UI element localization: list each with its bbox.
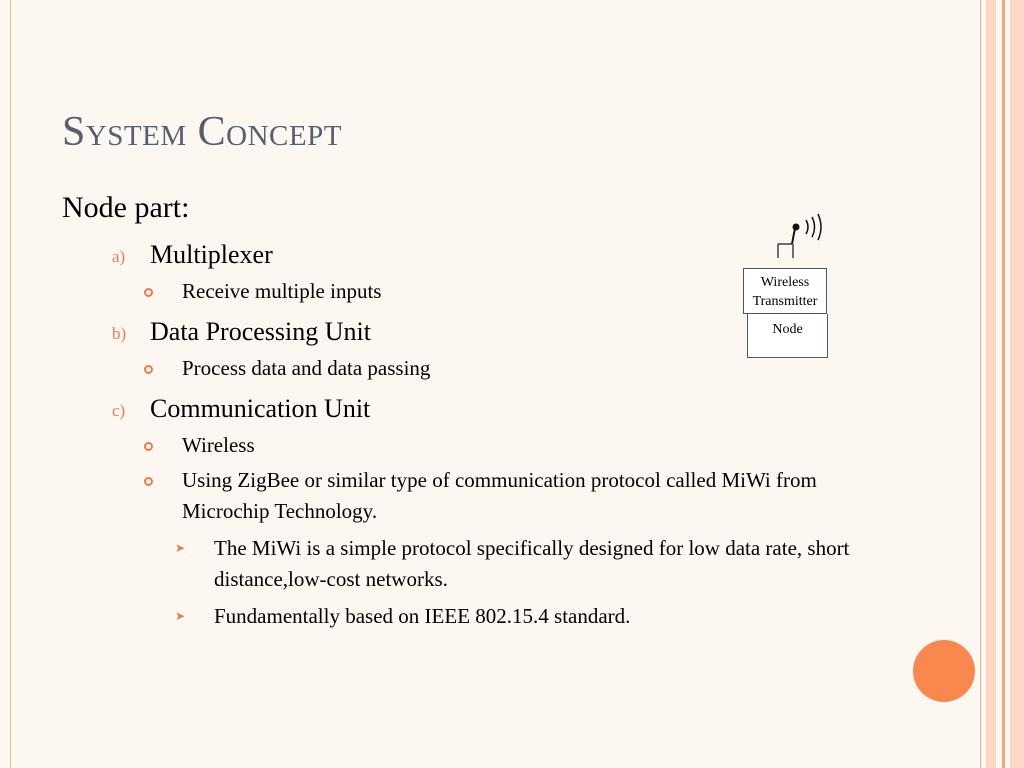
ring-bullet-icon xyxy=(144,477,153,486)
content-heading: Node part: xyxy=(62,191,190,224)
section-label: Data Processing Unit xyxy=(150,317,371,346)
antenna-signal-icon xyxy=(777,213,822,258)
ring-bullet-icon xyxy=(144,442,153,451)
section-data-processing-unit: b) Data Processing Unit xyxy=(62,315,882,349)
ring-bullet-icon xyxy=(144,288,153,297)
list-item: Wireless xyxy=(62,430,882,461)
bullet-text: Process data and data passing xyxy=(182,356,431,380)
transmitter-label-line1: Wireless xyxy=(760,275,810,290)
chevron-right-icon: ➤ xyxy=(175,609,186,623)
list-item: Process data and data passing xyxy=(62,353,882,384)
bullet-text: Using ZigBee or similar type of communic… xyxy=(182,468,817,523)
bullet-text: Receive multiple inputs xyxy=(182,279,382,303)
slide-content: Node part: a) Multiplexer Receive multip… xyxy=(62,186,882,632)
node-box: Node xyxy=(747,314,828,358)
bullet-text: Wireless xyxy=(182,433,255,457)
slide-title: System Concept xyxy=(62,109,342,155)
list-marker: b) xyxy=(112,324,127,343)
section-multiplexer: a) Multiplexer xyxy=(62,238,882,272)
chevron-right-icon: ➤ xyxy=(175,541,186,555)
list-item: Using ZigBee or similar type of communic… xyxy=(62,465,882,527)
subbullet-text: The MiWi is a simple protocol specifical… xyxy=(214,536,850,591)
list-marker: a) xyxy=(112,247,126,266)
section-label: Communication Unit xyxy=(150,394,371,423)
list-item: Receive multiple inputs xyxy=(62,276,882,307)
section-communication-unit: c) Communication Unit xyxy=(62,392,882,426)
list-marker: c) xyxy=(112,401,126,420)
subbullet-text: Fundamentally based on IEEE 802.15.4 sta… xyxy=(214,604,631,628)
node-diagram: Wireless Transmitter Node xyxy=(736,210,836,362)
node-label: Node xyxy=(772,322,803,337)
ring-bullet-icon xyxy=(144,365,153,374)
sub-list-item: ➤ Fundamentally based on IEEE 802.15.4 s… xyxy=(62,601,882,632)
sub-list-item: ➤ The MiWi is a simple protocol specific… xyxy=(62,533,882,595)
transmitter-label-line2: Transmitter xyxy=(752,294,818,309)
slide-frame-left xyxy=(10,0,11,768)
wireless-transmitter-box: Wireless Transmitter xyxy=(743,268,827,314)
decorative-stripes xyxy=(980,0,1024,768)
section-label: Multiplexer xyxy=(150,240,273,269)
accent-circle xyxy=(913,640,975,702)
